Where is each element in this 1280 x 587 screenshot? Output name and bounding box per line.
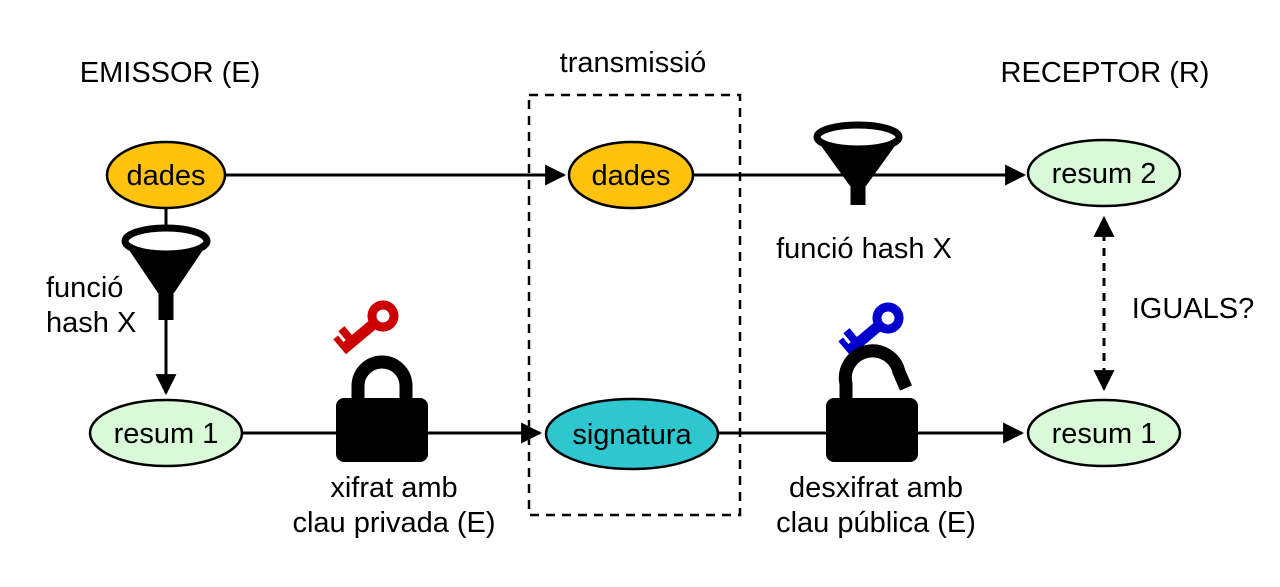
node-signatura (544, 397, 720, 471)
transmission-dashed-box (527, 93, 742, 517)
padlock-body (826, 398, 918, 462)
key-tooth (838, 337, 850, 350)
funnel-stem (158, 288, 174, 320)
closed-padlock-icon (336, 355, 428, 462)
padlock-body (336, 398, 428, 462)
funnel-mouth (813, 121, 903, 153)
desxifrat-label-line2: clau pública (E) (776, 507, 976, 539)
node-dades-transmissio-label: dades (591, 160, 670, 192)
key-tooth (333, 335, 345, 348)
key-shaft (338, 317, 380, 355)
node-resum1-emissor (88, 398, 244, 468)
node-dades-transmissio (567, 140, 695, 210)
funnel-stem (850, 181, 866, 205)
node-resum1-receptor-label: resum 1 (1052, 418, 1157, 450)
transmissio-title: transmissió (560, 47, 707, 79)
key-tooth (338, 326, 353, 342)
public-key-icon (838, 302, 904, 357)
key-tooth (843, 328, 858, 344)
padlock-shackle (351, 355, 413, 402)
node-resum2-label: resum 2 (1052, 158, 1157, 190)
funnel-body (819, 143, 897, 186)
node-dades-emissor-label: dades (126, 160, 205, 192)
node-resum1-emissor-label: resum 1 (114, 418, 219, 450)
emissor-title: EMISSOR (E) (80, 57, 260, 89)
node-resum2 (1026, 138, 1182, 208)
xifrat-label-line2: clau privada (E) (292, 507, 495, 539)
node-dades-emissor (105, 140, 227, 210)
funnel-body (127, 247, 205, 293)
iguals-label: IGUALS? (1132, 293, 1255, 325)
funcio-hash-left-line2: hash X (46, 307, 136, 339)
desxifrat-label-line1: desxifrat amb (789, 472, 963, 504)
key-shaft (843, 319, 885, 357)
xifrat-label-line1: xifrat amb (330, 472, 457, 504)
padlock-shackle-open (838, 344, 912, 402)
hash-funnel-left-icon (121, 224, 211, 320)
receptor-title: RECEPTOR (R) (1001, 57, 1210, 89)
funcio-hash-right-label: funció hash X (776, 233, 952, 265)
node-signatura-label: signatura (572, 419, 692, 451)
open-padlock-icon (826, 344, 918, 462)
hash-funnel-right-icon (813, 121, 903, 205)
node-resum1-receptor (1026, 398, 1182, 468)
funnel-mouth (121, 224, 211, 258)
funcio-hash-left-line1: funció (46, 272, 123, 304)
private-key-icon (333, 300, 399, 355)
